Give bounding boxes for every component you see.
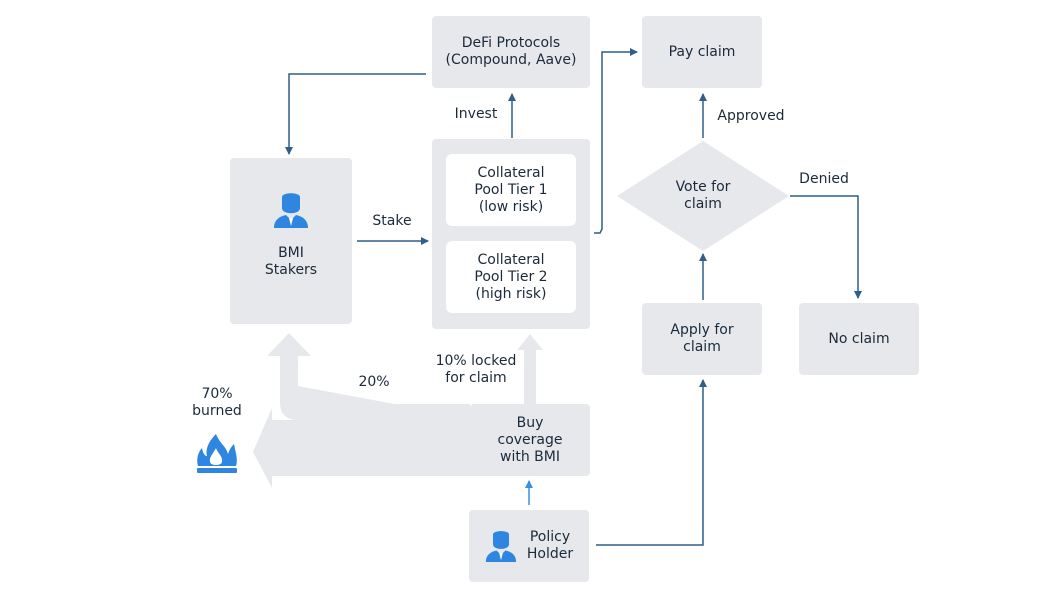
person-icon (485, 531, 516, 562)
vote-diamond (617, 141, 789, 251)
stakers-return-arrow (268, 334, 470, 420)
buy-coverage-box: Buy coverage with BMI (470, 404, 590, 476)
arrow-denied (790, 195, 862, 299)
fire-icon (197, 434, 237, 473)
apply-for-claim-box: Apply for claim (642, 303, 762, 375)
defi-protocols-box: DeFi Protocols (Compound, Aave) (432, 16, 590, 88)
denied-label: Denied (799, 171, 849, 187)
stake-label: Stake (372, 213, 412, 229)
vote-for-claim-label: Vote for claim (675, 179, 731, 212)
pay-claim-box: Pay claim (642, 16, 762, 88)
bmi-stakers-label: BMI Stakers (264, 245, 318, 278)
no-claim-box: No claim (799, 303, 919, 375)
bmi-stakers-box: BMI Stakers (230, 158, 352, 324)
burned-label: 70% burned (192, 386, 242, 419)
invest-label: Invest (454, 106, 498, 122)
pool-tier1-box: Collateral Pool Tier 1 (low risk) (446, 154, 576, 226)
policy-holder-box: Policy Holder (469, 510, 589, 582)
locked-flow-arrow (517, 334, 543, 404)
twenty-percent-label: 20% (358, 374, 390, 390)
arrow-pool-to-pay (594, 48, 638, 234)
pool-tier2-box: Collateral Pool Tier 2 (high risk) (446, 241, 576, 313)
locked-for-claim-label: 10% locked for claim (435, 353, 517, 386)
burn-big-arrow (253, 408, 478, 488)
arrow-holder-to-apply (596, 379, 707, 546)
burn-flow-arrow (267, 333, 470, 418)
arrow-defi-to-stakers (285, 73, 426, 155)
approved-label: Approved (717, 108, 785, 124)
policy-holder-label: Policy Holder (526, 529, 574, 562)
person-icon (274, 193, 308, 228)
